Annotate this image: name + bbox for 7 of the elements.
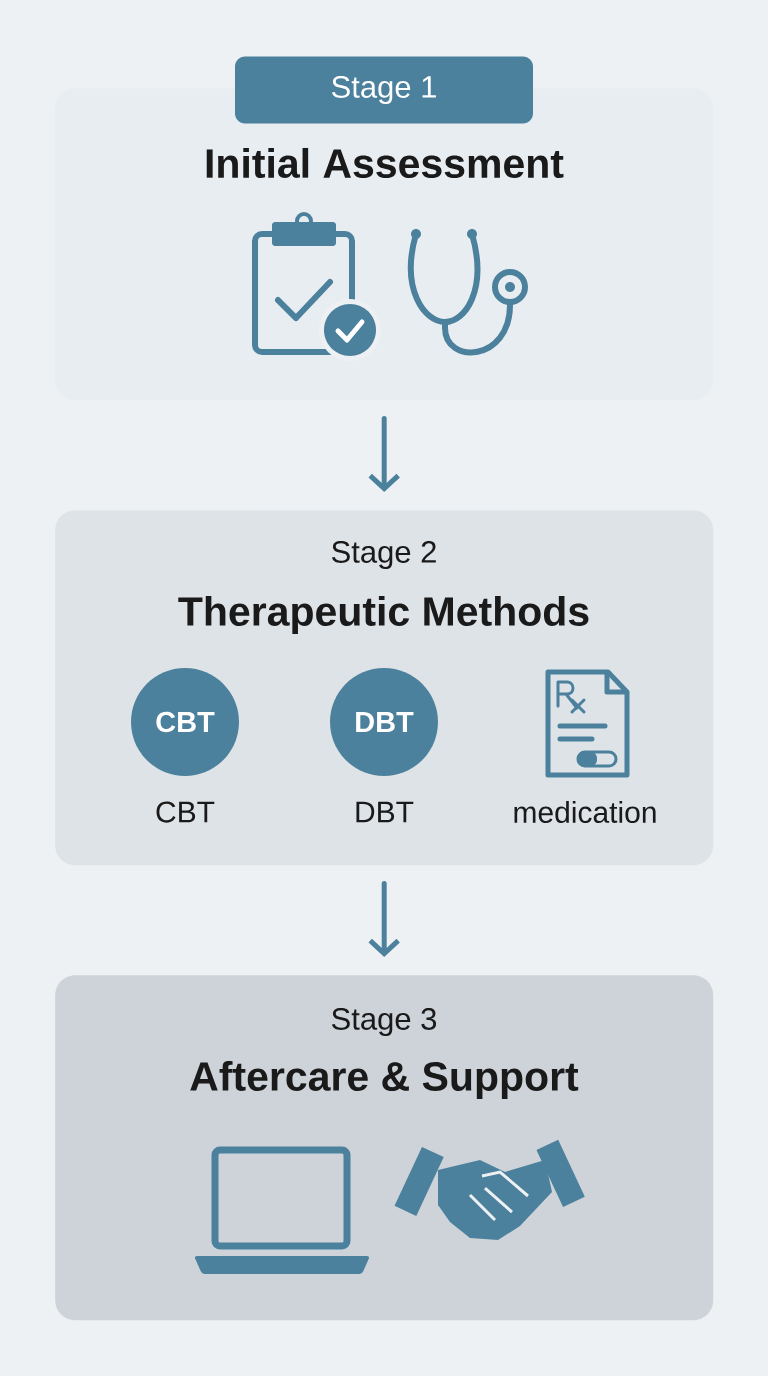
stage-panel: Stage 3 Aftercare & Support: [55, 975, 714, 1321]
method-label: medication: [514, 801, 656, 824]
method-label: DBT: [356, 801, 414, 823]
method-label: CBT: [156, 801, 215, 823]
arrow: [368, 880, 400, 957]
stage-panel: Stage 1 Initial Assessment: [55, 56, 714, 401]
arrow: [368, 415, 400, 492]
